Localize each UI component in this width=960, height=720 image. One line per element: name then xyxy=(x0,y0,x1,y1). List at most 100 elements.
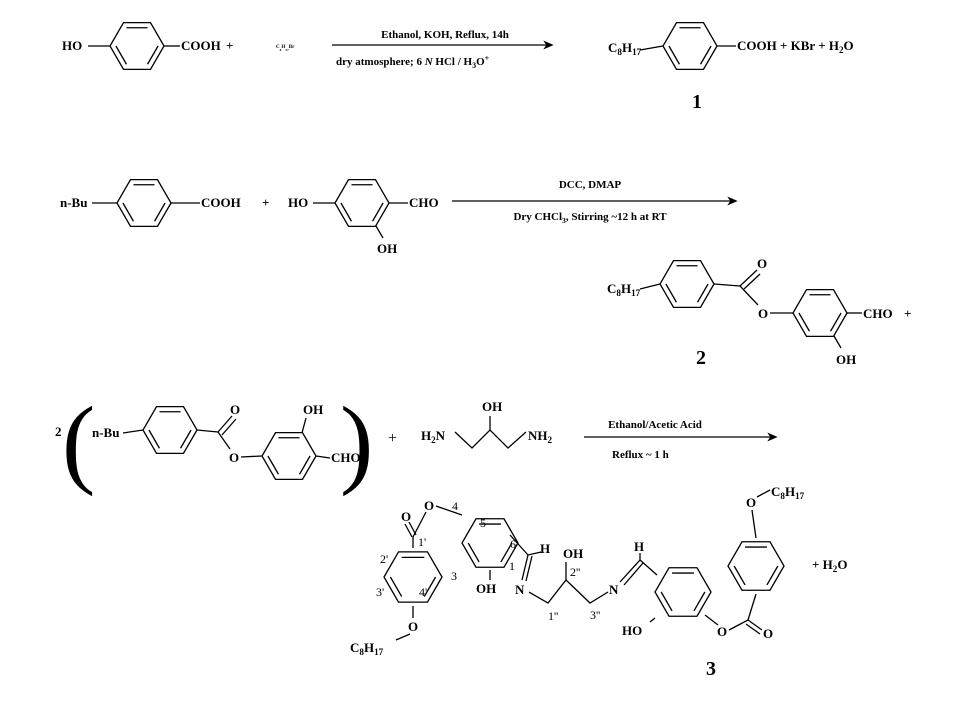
bond xyxy=(739,285,759,306)
amine-right-label: NH2 xyxy=(528,428,553,445)
conditions-below: Reflux ~ 1 h xyxy=(612,449,669,461)
carbonyl-oxygen: O xyxy=(401,509,411,524)
hydroxy-label: HO xyxy=(288,195,308,210)
bond xyxy=(704,614,719,626)
imine-bond xyxy=(623,562,644,586)
aromatic-double-bond xyxy=(267,455,280,475)
carbonyl-bond xyxy=(747,619,763,631)
octyl-label: C8H17 xyxy=(608,40,642,57)
bond xyxy=(301,417,307,434)
aromatic-double-bond xyxy=(696,283,709,303)
aromatic-double-bond xyxy=(146,45,159,65)
imine-bond xyxy=(525,555,533,582)
amine-left-label: H2N xyxy=(421,428,446,445)
hydroxy-label: OH xyxy=(482,399,502,414)
bond xyxy=(412,511,427,538)
benzene-ring xyxy=(142,405,198,455)
benzene-ring xyxy=(659,259,715,309)
aromatic-double-bond xyxy=(665,283,678,303)
position-label: 1' xyxy=(418,535,426,549)
bond xyxy=(751,509,757,539)
bond xyxy=(315,455,331,459)
aromatic-double-bond xyxy=(340,202,353,222)
reaction-3: 2 ( n-Bu O O OH CHO ) + H2N OH NH2 Ethan… xyxy=(55,386,778,497)
bond xyxy=(122,429,144,434)
position-label: 3' xyxy=(376,585,384,599)
benzene-ring xyxy=(261,431,317,481)
compound-number-3: 3 xyxy=(706,658,716,680)
position-label: 2'' xyxy=(570,565,580,579)
octyl-label: C8H17 xyxy=(350,640,384,657)
product-3: O O O C8H17 OH H N OH N H HO O O xyxy=(350,484,847,680)
imine-hydrogen: H xyxy=(634,539,644,554)
hydroxy-label: HO xyxy=(622,623,642,638)
conditions-above: Ethanol/Acetic Acid xyxy=(608,419,702,431)
hydroxy-label: OH xyxy=(563,546,583,561)
alkyl-bromide-reagent: C8H17Br xyxy=(276,45,295,52)
benzene-ring xyxy=(792,288,848,338)
aromatic-double-bond xyxy=(829,312,842,332)
bond xyxy=(639,559,658,576)
plus-sign: + xyxy=(226,38,233,53)
aromatic-double-bond xyxy=(179,429,192,449)
aldehyde-label: CHO xyxy=(409,195,439,210)
plus-sign: + xyxy=(262,195,269,210)
hydroxy-label: OH xyxy=(303,402,323,417)
position-label: 6 xyxy=(510,537,516,551)
carbonyl-bond xyxy=(743,273,761,290)
benzene-ring xyxy=(109,21,165,71)
aromatic-double-bond xyxy=(148,429,161,449)
bond xyxy=(435,505,463,516)
benzene-rings xyxy=(109,21,848,617)
bond xyxy=(639,45,664,51)
bond xyxy=(196,429,219,433)
carboxyl-label: COOH xyxy=(181,38,221,53)
ester-oxygen: O xyxy=(758,306,768,321)
open-parenthesis: ( xyxy=(62,386,95,497)
propane-chain xyxy=(528,579,609,604)
benzene-ring xyxy=(383,551,443,603)
carbonyl-bond xyxy=(221,418,237,436)
benzene-ring xyxy=(116,178,172,228)
position-label: 4 xyxy=(452,499,458,513)
bond xyxy=(756,489,771,498)
aromatic-double-bond xyxy=(122,202,135,222)
imine-nitrogen: N xyxy=(515,582,525,597)
bond xyxy=(833,335,842,349)
carbonyl-oxygen: O xyxy=(230,402,240,417)
plus-sign: + xyxy=(904,306,911,321)
aromatic-double-bond xyxy=(668,45,681,65)
bond xyxy=(375,225,384,239)
bond xyxy=(747,593,757,621)
propane-chain xyxy=(454,429,527,449)
benzene-ring xyxy=(662,21,718,71)
bond xyxy=(713,283,741,287)
aromatic-double-bond xyxy=(389,576,403,597)
close-parenthesis: ) xyxy=(340,386,373,497)
imine-nitrogen: N xyxy=(609,582,619,597)
hydroxy-label: OH xyxy=(476,581,496,596)
octyl-label: C8H17 xyxy=(607,281,641,298)
benzene-ring xyxy=(334,178,390,228)
aromatic-double-bond xyxy=(153,202,166,222)
aldehyde-label: CHO xyxy=(863,306,893,321)
aromatic-double-bond xyxy=(115,45,128,65)
position-label: 5 xyxy=(480,516,486,530)
imine-bond xyxy=(521,554,529,581)
aldehyde-label: CHO xyxy=(331,450,361,465)
bond xyxy=(217,431,231,450)
bond xyxy=(649,617,656,623)
position-label: 1'' xyxy=(548,609,558,623)
hydroxy-label: OH xyxy=(836,352,856,367)
bond xyxy=(728,619,749,631)
aromatic-double-bond xyxy=(693,591,706,612)
alkoxy-oxygen: O xyxy=(746,495,756,510)
ester-oxygen: O xyxy=(717,624,727,639)
aromatic-double-bond xyxy=(699,45,712,65)
imine-bond xyxy=(619,559,641,583)
n-butyl-label: n-Bu xyxy=(60,195,87,210)
aromatic-double-bond xyxy=(798,312,811,332)
imine-hydrogen: H xyxy=(540,541,550,556)
position-label: 4' xyxy=(419,585,427,599)
